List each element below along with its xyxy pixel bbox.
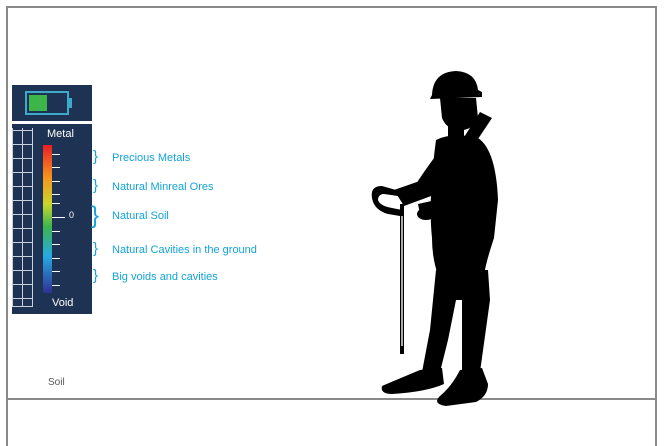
operator-silhouette	[0, 0, 665, 446]
